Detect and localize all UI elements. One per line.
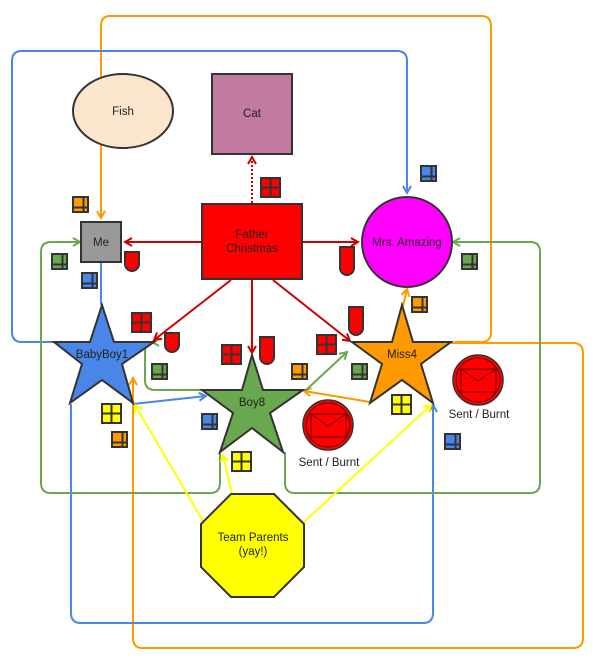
gift-tile-icon (260, 177, 281, 198)
gift-tile-icon (81, 272, 98, 289)
fish-label: Fish (112, 106, 134, 118)
cat-label: Cat (243, 108, 262, 120)
gift-tile-icon (221, 344, 242, 365)
stockings (124, 246, 364, 365)
gift-tile-icon (391, 394, 412, 415)
babyboy1-label: BabyBoy1 (76, 349, 128, 361)
node-me[interactable]: Me (80, 221, 122, 263)
edge-miss4-to-me (101, 15, 492, 343)
gift-tile-icon (291, 363, 308, 380)
gift-tile-icon (461, 253, 478, 270)
edge-father-christmas-to-babyboy1 (154, 279, 232, 340)
miss4-shape (348, 301, 455, 406)
gift-tile-icon (131, 312, 152, 333)
me-shape (80, 221, 122, 263)
edge-babyboy1-to-mrs-amazing (11, 50, 407, 343)
edge-team-parents-to-boy8 (223, 455, 233, 495)
gift-tile-icon (51, 253, 68, 270)
miss4-label: Miss4 (387, 349, 418, 361)
gift-tile-icon (101, 403, 122, 424)
gift-tile-icon (411, 296, 428, 313)
sent-burnt-1-inner-ring (305, 402, 351, 448)
stocking-icon (124, 251, 140, 272)
cat-shape (211, 73, 293, 155)
mrs-amazing-shape (361, 196, 453, 288)
node-sent-burnt-2[interactable]: Sent / Burnt (449, 354, 511, 421)
team-parents-label-line1: Team Parents (218, 532, 289, 544)
node-sent-burnt-1[interactable]: Sent / Burnt (299, 399, 361, 469)
stocking-icon (339, 246, 355, 276)
node-team-parents[interactable]: Team Parents (yay!) (200, 493, 305, 598)
father-christmas-shape (201, 203, 303, 280)
boy8-label: Boy8 (239, 397, 265, 409)
mrs-amazing-label: Mrs. Amazing (372, 237, 442, 249)
team-parents-label-line2: (yay!) (239, 546, 268, 558)
stocking-icon (164, 332, 180, 353)
edge-boy8-to-mrs-amazing (284, 242, 541, 494)
gift-tile-icon (201, 413, 218, 430)
node-boy8[interactable]: Boy8 (198, 351, 307, 455)
gift-tile-icon (72, 196, 89, 213)
node-mrs-amazing[interactable]: Mrs. Amazing (361, 196, 453, 288)
team-parents-shape (200, 493, 305, 598)
edge-team-parents-to-miss4 (303, 405, 431, 523)
envelope-icon (460, 368, 497, 393)
edge-boy8-to-miss4 (304, 352, 347, 392)
father-christmas-label-line1: Father (235, 229, 268, 241)
fish-shape (72, 73, 174, 149)
gift-tiles (51, 165, 478, 472)
gift-tile-icon (151, 363, 168, 380)
boy8-shape (198, 351, 307, 455)
babyboy1-shape (51, 301, 158, 406)
node-cat[interactable]: Cat (211, 73, 293, 155)
edge-babyboy1-to-boy8 (132, 396, 206, 405)
edge-miss4-to-mrs-amazing (403, 289, 407, 307)
stocking-icon (259, 336, 275, 365)
edge-father-christmas-to-miss4 (272, 279, 350, 341)
me-label: Me (93, 237, 109, 249)
sent-burnt-2-label: Sent / Burnt (449, 409, 511, 421)
node-babyboy1[interactable]: BabyBoy1 (51, 301, 158, 406)
edge-team-parents-to-babyboy1 (135, 405, 204, 522)
gift-tile-icon (351, 363, 368, 380)
sent-burnt-2-inner-ring (455, 357, 501, 403)
edge-boy8-to-me (40, 242, 221, 494)
node-miss4[interactable]: Miss4 (348, 301, 455, 406)
node-fish[interactable]: Fish (72, 73, 174, 149)
gift-tile-icon (231, 451, 252, 472)
node-father-christmas[interactable]: Father Christmas (201, 203, 303, 280)
edge-babyboy1-to-miss4 (70, 404, 433, 624)
gift-tile-icon (420, 165, 437, 182)
gift-tile-icon (444, 433, 461, 450)
envelope-icon (310, 413, 347, 438)
father-christmas-label-line2: Christmas (226, 243, 278, 255)
edge-miss4-to-boy8 (304, 391, 371, 403)
sent-burnt-1-label: Sent / Burnt (299, 457, 361, 469)
gift-tile-icon (316, 334, 337, 355)
gift-tile-icon (111, 431, 128, 448)
stocking-icon (348, 306, 364, 336)
edge-miss4-to-babyboy1 (133, 342, 584, 649)
